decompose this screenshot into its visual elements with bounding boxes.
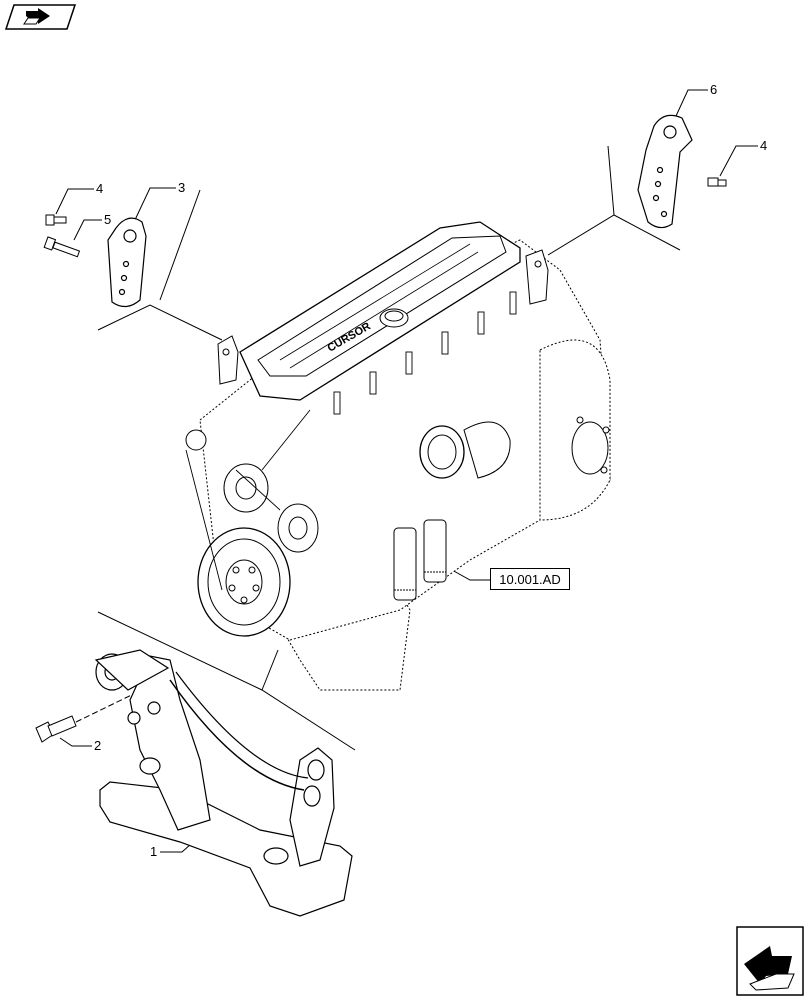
lifting-bracket-3 bbox=[107, 217, 147, 308]
engine-assembly bbox=[185, 221, 611, 691]
back-navigation-button[interactable] bbox=[4, 4, 77, 30]
crankshaft-pulley bbox=[197, 527, 291, 637]
go-forward-arrow-icon bbox=[736, 926, 804, 996]
bolt-4-right bbox=[707, 177, 727, 187]
callout-3: 3 bbox=[178, 180, 185, 195]
bolt-4-left bbox=[45, 214, 67, 226]
callout-1: 1 bbox=[150, 844, 157, 859]
fuel-filters bbox=[393, 519, 447, 601]
callout-6: 6 bbox=[710, 82, 717, 97]
callout-4-left: 4 bbox=[96, 181, 103, 196]
engine-mount-1 bbox=[94, 649, 353, 917]
explosion-guide-lines bbox=[97, 145, 681, 751]
reference-link-10-001-ad[interactable]: 10.001.AD bbox=[490, 568, 570, 590]
go-back-arrow-icon bbox=[4, 4, 77, 30]
bolt-5 bbox=[43, 236, 81, 258]
callout-2: 2 bbox=[94, 738, 101, 753]
callout-5: 5 bbox=[104, 212, 111, 227]
forward-navigation-button[interactable] bbox=[736, 926, 804, 996]
lifting-bracket-6 bbox=[637, 114, 693, 229]
callout-4-right: 4 bbox=[760, 138, 767, 153]
